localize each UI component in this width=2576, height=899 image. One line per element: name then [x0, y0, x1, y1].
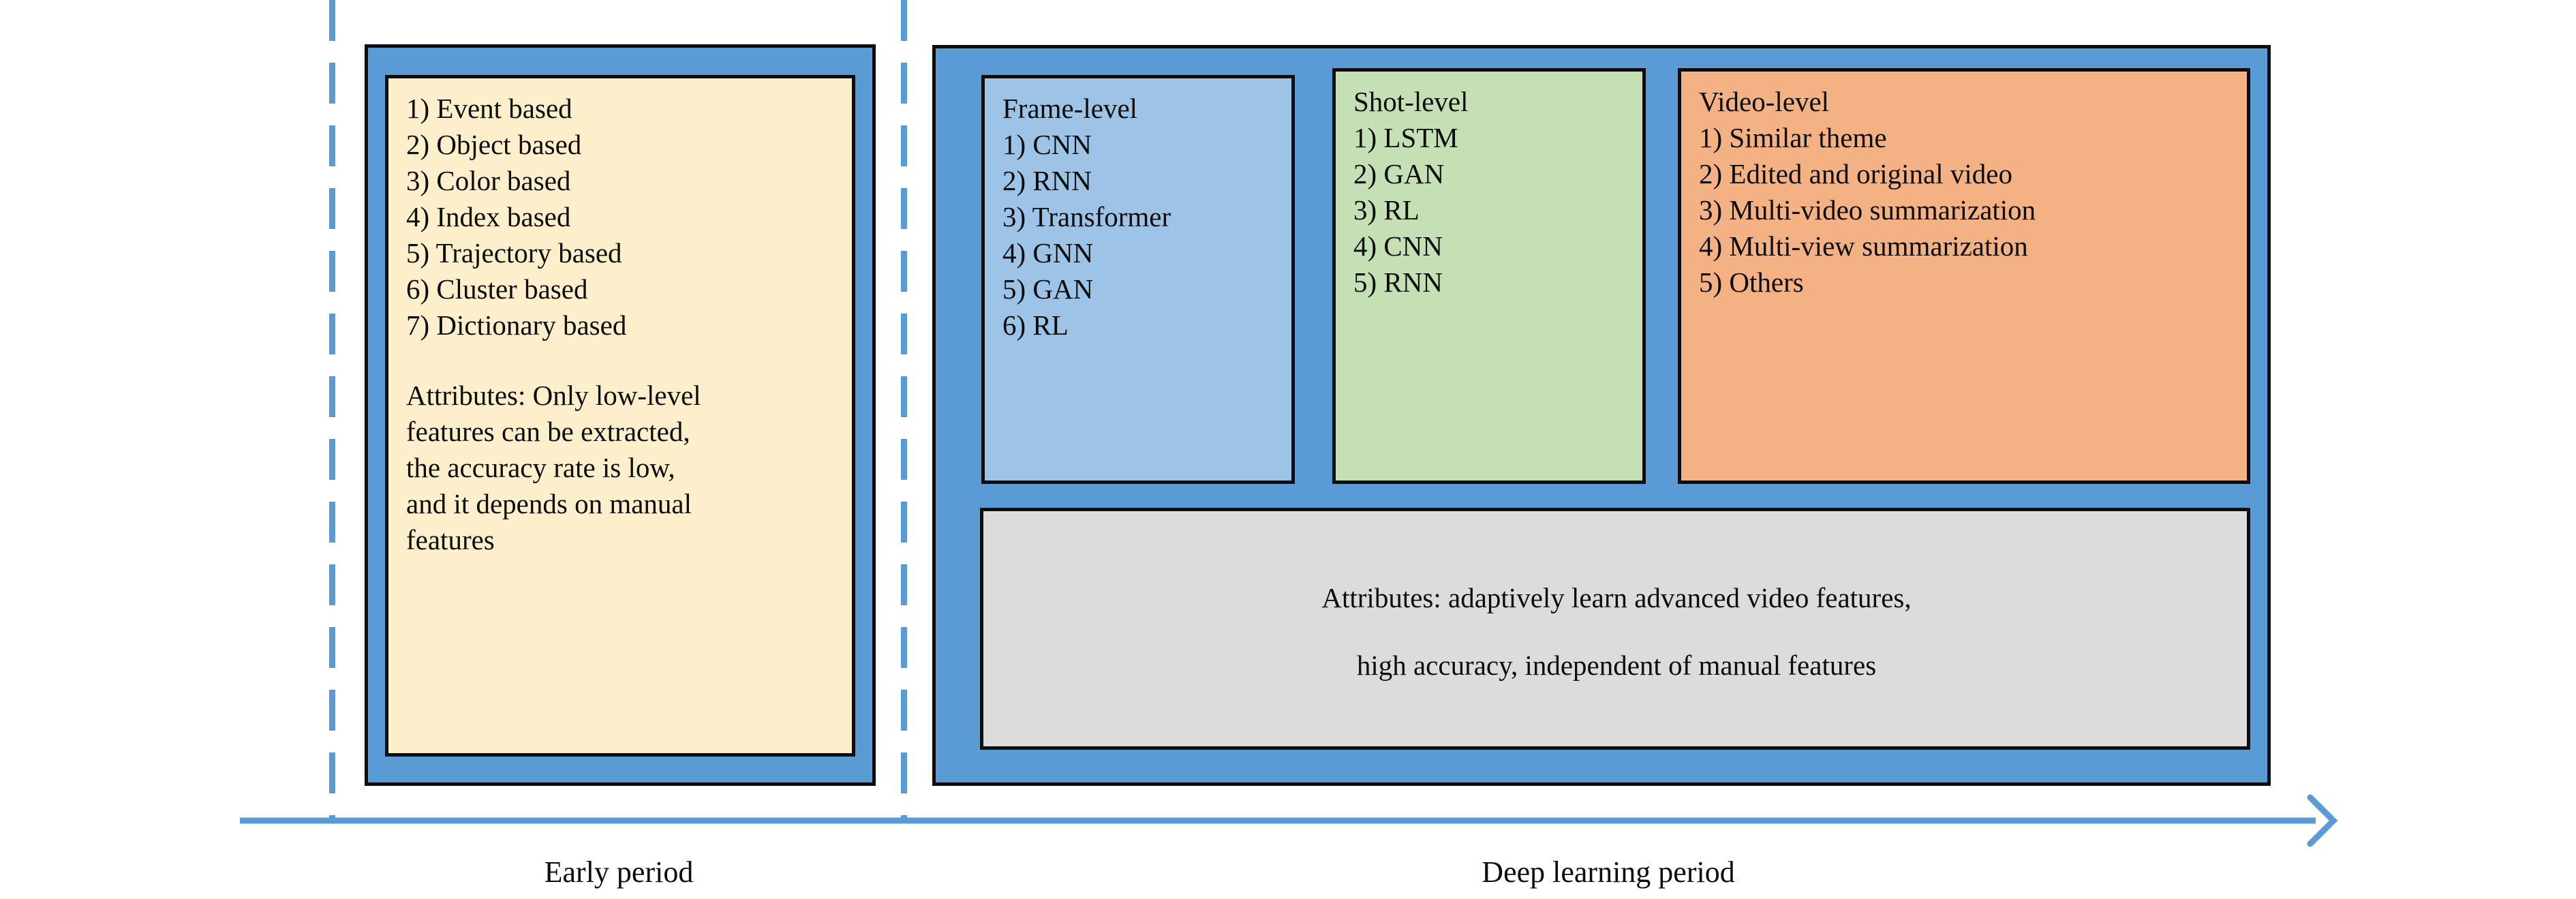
- early-period-method-list: 1) Event based 2) Object based 3) Color …: [406, 91, 837, 344]
- list-item: 3) Multi-video summarization: [1699, 194, 2036, 226]
- video-level-card: Video-level 1) Similar theme 2) Edited a…: [1678, 68, 2250, 484]
- list-item: 3) Color based: [406, 165, 571, 196]
- deep-learning-attributes-card: Attributes: adaptively learn advanced vi…: [980, 508, 2250, 750]
- list-item: 1) Event based: [406, 93, 572, 124]
- list-item: 1) Similar theme: [1699, 122, 1887, 153]
- era-divider-right: [901, 0, 907, 821]
- list-item: 4) GNN: [1002, 237, 1094, 269]
- list-item: 1) CNN: [1002, 129, 1092, 160]
- attributes-line: high accuracy, independent of manual fea…: [1356, 649, 1877, 681]
- video-level-list: 1) Similar theme 2) Edited and original …: [1699, 120, 2232, 301]
- list-item: 3) Transformer: [1002, 201, 1171, 232]
- early-period-methods-card: 1) Event based 2) Object based 3) Color …: [385, 75, 855, 757]
- list-item: 4) Multi-view summarization: [1699, 230, 2028, 262]
- list-item: 2) Object based: [406, 129, 582, 160]
- era-divider-left: [329, 0, 335, 821]
- list-item: 2) GAN: [1353, 158, 1445, 189]
- video-level-title: Video-level: [1699, 86, 1830, 117]
- attributes-line: features: [406, 524, 495, 555]
- list-item: 6) Cluster based: [406, 273, 588, 305]
- list-item: 3) RL: [1353, 194, 1420, 226]
- deep-learning-period-label: Deep learning period: [1482, 855, 1735, 889]
- list-item: 4) Index based: [406, 201, 571, 232]
- list-item: 1) LSTM: [1353, 122, 1458, 153]
- list-item: 5) Others: [1699, 266, 1804, 298]
- list-item: 6) RL: [1002, 309, 1069, 341]
- attributes-line: and it depends on manual: [406, 488, 692, 519]
- list-item: 5) Trajectory based: [406, 237, 622, 269]
- frame-level-card: Frame-level 1) CNN 2) RNN 3) Transformer…: [981, 75, 1295, 484]
- list-item: 4) CNN: [1353, 230, 1443, 262]
- list-item: 2) RNN: [1002, 165, 1092, 196]
- list-item: 5) RNN: [1353, 266, 1443, 298]
- attributes-line: features can be extracted,: [406, 416, 690, 447]
- shot-level-title: Shot-level: [1353, 86, 1469, 117]
- attributes-line: the accuracy rate is low,: [406, 452, 675, 483]
- shot-level-card: Shot-level 1) LSTM 2) GAN 3) RL 4) CNN 5…: [1332, 68, 1646, 484]
- early-period-label: Early period: [544, 855, 694, 889]
- list-item: 5) GAN: [1002, 273, 1094, 305]
- shot-level-list: 1) LSTM 2) GAN 3) RL 4) CNN 5) RNN: [1353, 120, 1627, 301]
- frame-level-list: 1) CNN 2) RNN 3) Transformer 4) GNN 5) G…: [1002, 127, 1276, 344]
- early-period-attributes: Attributes: Only low-level features can …: [406, 378, 837, 558]
- list-item: 2) Edited and original video: [1699, 158, 2012, 189]
- attributes-line: Attributes: Only low-level: [406, 380, 701, 411]
- attributes-line: Attributes: adaptively learn advanced vi…: [1321, 581, 1912, 613]
- list-item: 7) Dictionary based: [406, 309, 627, 341]
- frame-level-title: Frame-level: [1002, 93, 1138, 124]
